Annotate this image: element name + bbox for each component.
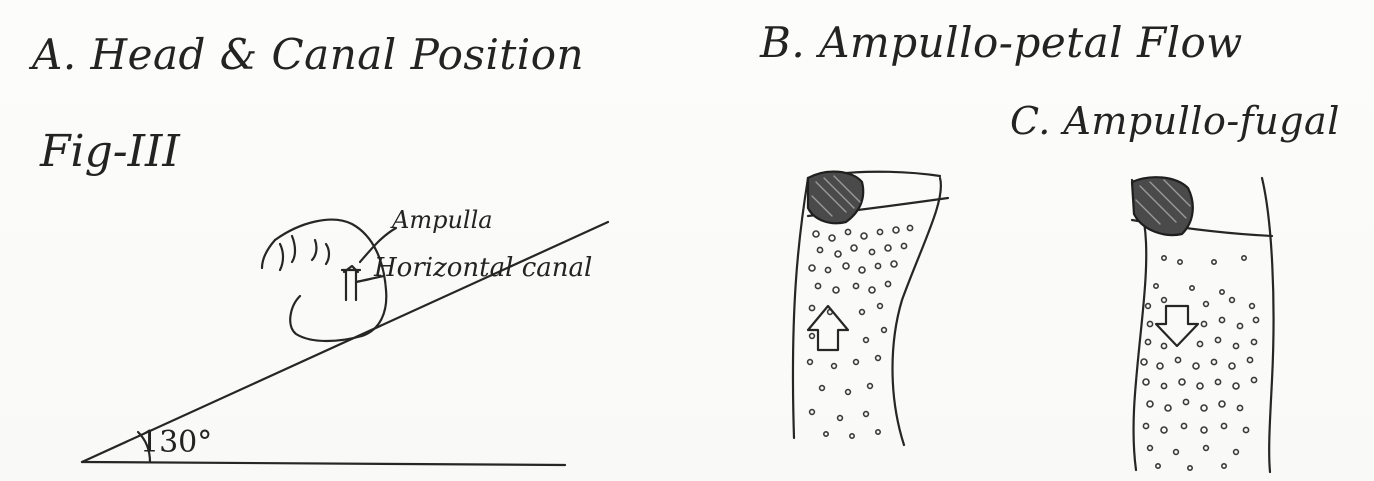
canal-b-left-wall [793,178,808,438]
panel-b-particles [808,225,913,438]
down-arrow-icon [1156,306,1198,346]
canal-symbol [342,266,360,300]
angle-label: 130° [140,428,212,458]
horizontal-canal-label: Horizontal canal [374,255,592,281]
canal-c-right-wall [1262,178,1274,472]
panel-c-particles [1141,256,1259,470]
face-profile [262,240,275,268]
ampulla-label: Ampulla [392,208,493,232]
title-b: B. Ampullo-petal Flow [760,22,1243,64]
figure-label: Fig-III [40,130,180,174]
title-a: A. Head & Canal Position [32,34,584,76]
panel-b-canal [793,172,948,445]
base-line [82,462,565,465]
title-c: C. Ampullo-fugal [1010,102,1340,140]
canal-b-right-wall [893,178,941,445]
